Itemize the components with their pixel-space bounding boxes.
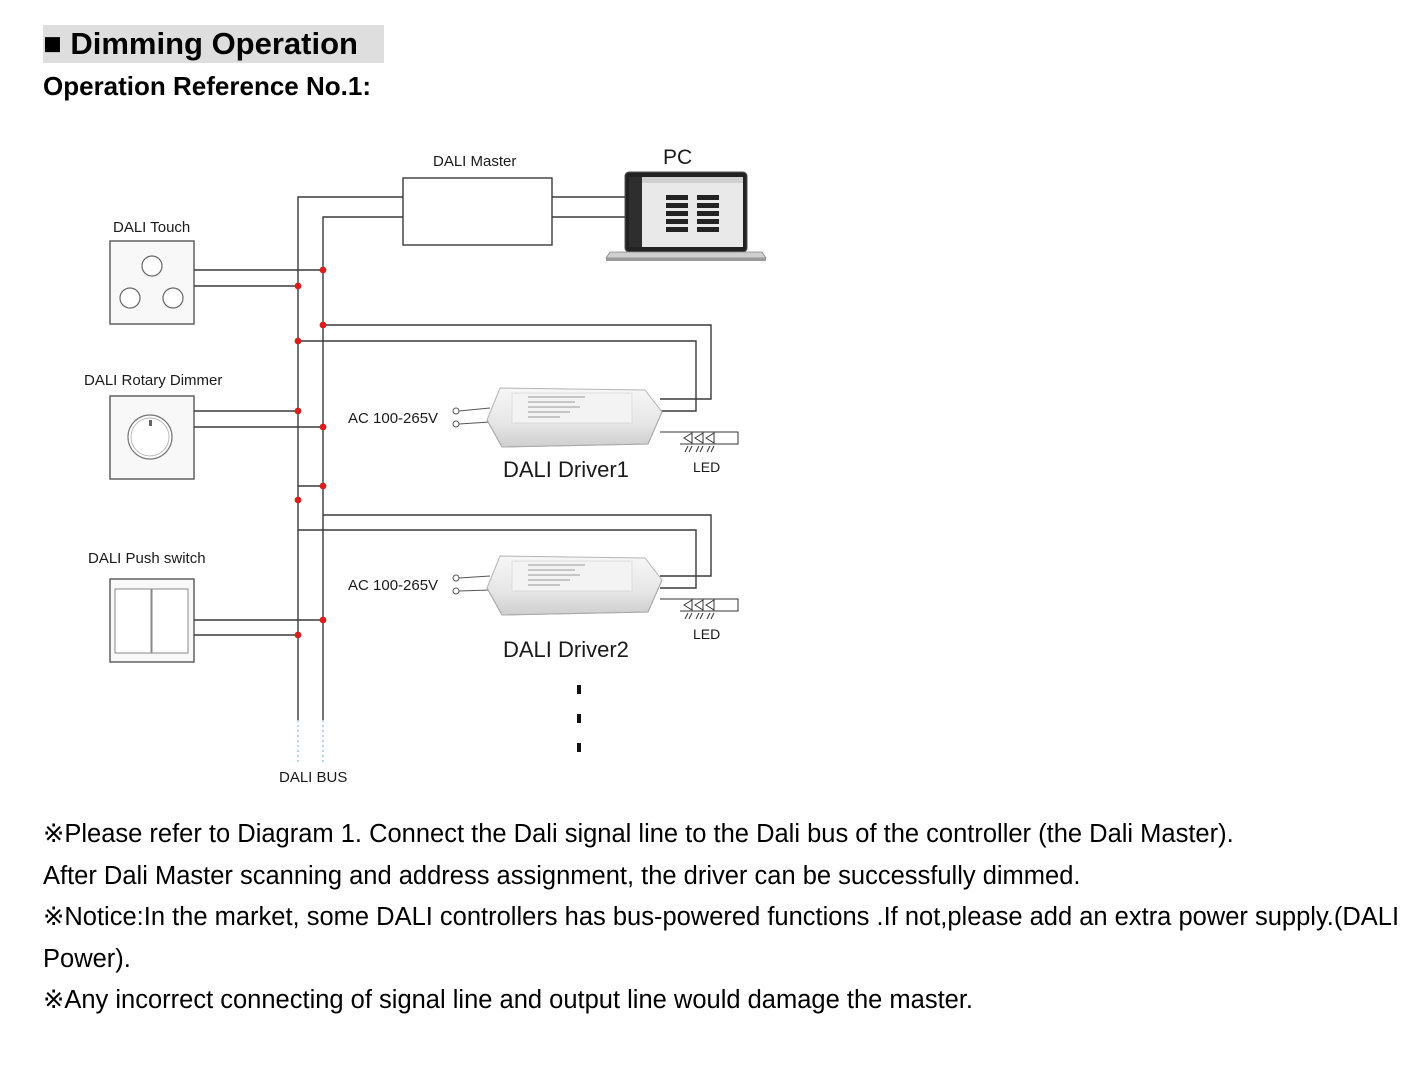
ac-input-label-2: AC 100-265V — [348, 577, 438, 594]
led-symbol-1 — [660, 431, 739, 453]
ac-terminal-1 — [452, 407, 460, 428]
dali-driver-2: AC 100-265V DALI Driver2 LED — [348, 555, 739, 662]
dali-touch-panel: DALI Touch — [109, 219, 195, 325]
dali-rotary-dimmer: DALI Rotary Dimmer — [84, 372, 222, 480]
dali-push-switch: DALI Push switch — [88, 550, 206, 663]
dali-driver-1: AC 100-265V DALI Driver1 LED — [348, 387, 739, 482]
dali-bus-label: DALI BUS — [279, 769, 347, 786]
note-line: ※Please refer to Diagram 1. Connect the … — [43, 820, 1234, 848]
driver2-label: DALI Driver2 — [503, 637, 629, 662]
pc-label: PC — [663, 146, 692, 169]
led-label-1: LED — [693, 459, 720, 475]
push-switch-label: DALI Push switch — [88, 550, 206, 567]
wiring-diagram: DALI Master PC DALI Touch DALI Rotary Di… — [84, 146, 767, 786]
dali-master-label: DALI Master — [433, 153, 516, 170]
dali-bus-wires — [194, 196, 712, 720]
dali-touch-label: DALI Touch — [113, 219, 190, 236]
note-line: ※Notice:In the market, some DALI control… — [43, 903, 1400, 973]
dali-master: DALI Master — [402, 153, 553, 246]
operation-reference-title: Operation Reference No.1: — [43, 71, 371, 101]
ac-input-label-1: AC 100-265V — [348, 410, 438, 427]
junction-dots — [294, 266, 327, 639]
driver1-label: DALI Driver1 — [503, 457, 629, 482]
more-drivers-ellipsis — [577, 685, 581, 752]
pc-laptop: PC — [605, 146, 767, 261]
section-heading: ■ Dimming Operation — [43, 25, 384, 63]
ac-terminal-2 — [452, 574, 460, 595]
note-line: ※Any incorrect connecting of signal line… — [43, 986, 974, 1014]
led-label-2: LED — [693, 626, 720, 642]
section-title: ■ Dimming Operation — [43, 26, 358, 61]
note-line: After Dali Master scanning and address a… — [43, 861, 1081, 890]
notes: ※Please refer to Diagram 1. Connect the … — [43, 814, 1403, 1022]
bus-continuation — [297, 720, 324, 765]
rotary-dimmer-label: DALI Rotary Dimmer — [84, 372, 222, 389]
led-symbol-2 — [660, 598, 739, 620]
